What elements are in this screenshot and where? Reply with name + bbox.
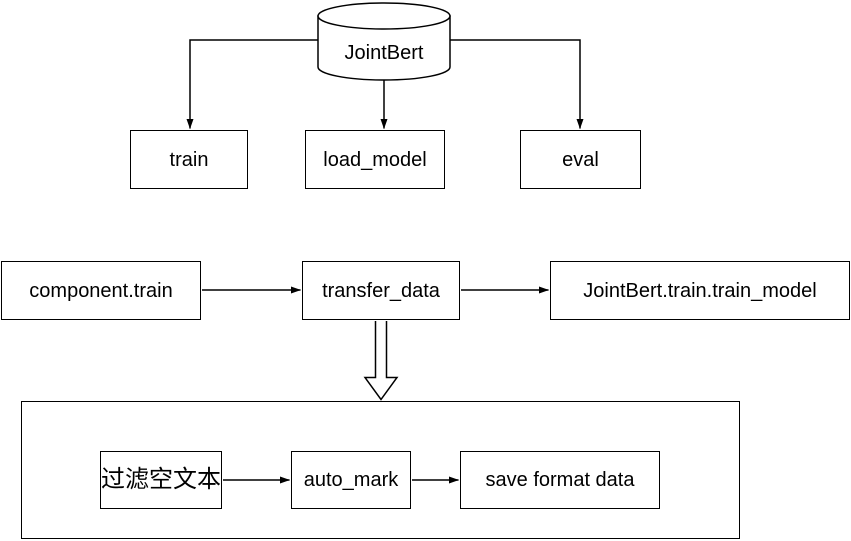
jointbert-cylinder [317,2,451,81]
jointbert-train-train-model-node: JointBert.train.train_model [550,261,850,320]
eval-node: eval [520,130,641,189]
bottom-group-container [21,401,740,539]
cylinder-top-ellipse [317,2,451,30]
arrow-jointbert-to-eval [450,39,584,129]
arrow-jointbert-to-train [186,39,318,129]
transfer-data-node: transfer_data [302,261,460,320]
component-train-node: component.train [1,261,201,320]
jointbert-label: JointBert [344,41,424,64]
train-node: train [130,130,248,189]
auto-mark-node: auto_mark [291,451,411,509]
block-arrow-transfer-data-to-container [363,321,399,401]
filter-empty-text-node: 过滤空文本 [100,451,222,509]
save-format-data-node: save format data [460,451,660,509]
load-model-node: load_model [305,130,445,189]
cylinder-body [317,15,451,81]
